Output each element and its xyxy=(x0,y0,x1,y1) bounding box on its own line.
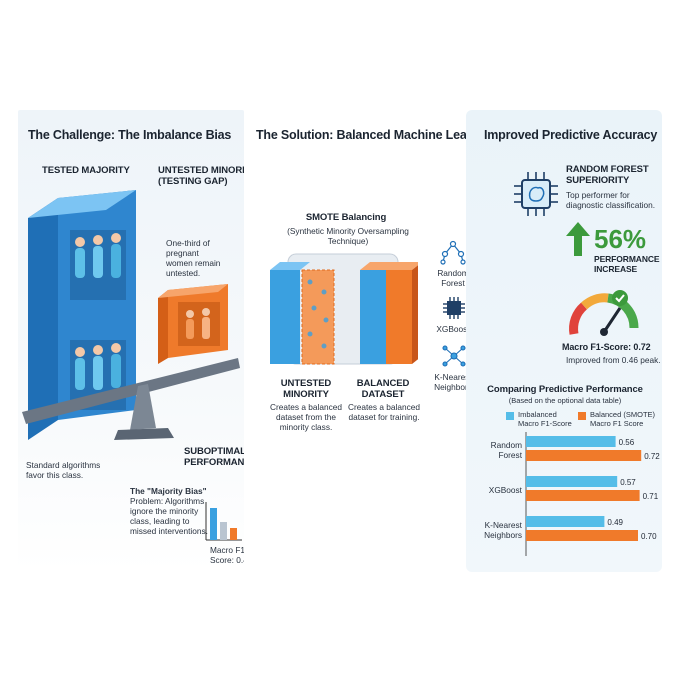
imbalance-scale-illustration xyxy=(22,190,240,440)
balanced-blue-block xyxy=(360,270,386,364)
bar-balanced xyxy=(526,530,638,541)
category-label: Neighbors xyxy=(484,530,522,540)
bar-imbalanced xyxy=(526,476,618,487)
minority-data-block xyxy=(270,270,300,364)
comparison-chart-title: Comparing Predictive Performance xyxy=(487,384,643,395)
check-icon xyxy=(612,290,628,306)
smote-diagram xyxy=(270,253,418,365)
gauge-icon xyxy=(569,290,639,336)
legend-swatch-imbalanced xyxy=(506,412,514,420)
performance-increase-value: 56% xyxy=(594,224,647,254)
model-label-random-forest: Random Forest xyxy=(437,268,469,288)
people-figures-majority xyxy=(75,233,121,390)
bar-imbalanced xyxy=(526,436,616,447)
bar-value-label: 0.71 xyxy=(643,492,659,501)
comparison-chart-subtitle: (Based on the optional data table) xyxy=(508,396,622,405)
model-label-xgboost: XGBoost xyxy=(436,324,470,334)
xgboost-icon xyxy=(443,297,465,319)
category-label: K-Nearest xyxy=(485,520,523,530)
synthetic-samples-block xyxy=(301,269,335,365)
macro-score-low: Macro F1-Score: 0.46 xyxy=(210,545,253,565)
scale-pivot xyxy=(130,384,156,430)
smote-title: SMOTE Balancing xyxy=(305,212,387,223)
minority-block xyxy=(158,284,228,364)
bar-value-label: 0.56 xyxy=(619,438,635,447)
smote-subtitle: (Synthetic Minority Oversampling Techniq… xyxy=(287,226,409,246)
bar-value-label: 0.70 xyxy=(641,532,657,541)
up-arrow-icon xyxy=(566,222,590,256)
scale-beam xyxy=(22,358,240,424)
majority-bias-note: The "Majority Bias" Problem: Algorithms … xyxy=(130,486,208,536)
bar-balanced xyxy=(526,490,640,501)
category-label: Forest xyxy=(498,450,522,460)
solution-title: The Solution: Balanced Machine Learning xyxy=(256,128,497,142)
challenge-title: The Challenge: The Imbalance Bias xyxy=(28,128,232,142)
legend-swatch-balanced xyxy=(578,412,586,420)
majority-label: TESTED MAJORITY xyxy=(42,165,130,176)
bar-value-label: 0.72 xyxy=(644,452,660,461)
knn-network-icon xyxy=(442,345,466,367)
macro-score-high: Macro F1-Score: 0.72 xyxy=(562,342,651,352)
model-label-knn: K-Nearest Neighbors xyxy=(434,372,472,392)
accuracy-title: Improved Predictive Accuracy xyxy=(484,128,658,142)
improved-note: Improved from 0.46 peak. xyxy=(566,355,661,365)
suboptimal-mini-chart xyxy=(205,502,242,541)
bar-balanced xyxy=(526,450,642,461)
bar-value-label: 0.49 xyxy=(607,518,623,527)
chip-brain-icon xyxy=(514,172,558,216)
bar-value-label: 0.57 xyxy=(620,478,636,487)
random-forest-icon xyxy=(440,240,466,265)
category-label: Random xyxy=(491,440,522,450)
minority-label: UNTESTED MINORITY(TESTING GAP) xyxy=(158,165,257,187)
category-label: XGBoost xyxy=(489,485,523,495)
balanced-orange-block xyxy=(386,270,412,364)
bar-imbalanced xyxy=(526,516,605,527)
